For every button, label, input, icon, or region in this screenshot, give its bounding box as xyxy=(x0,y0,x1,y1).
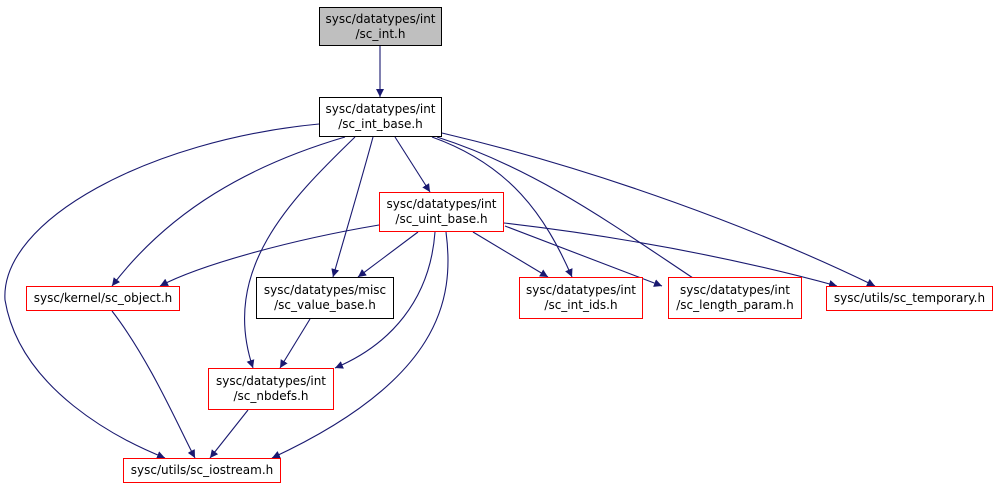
edge-sc-int-base-to-sc-object xyxy=(111,136,346,287)
node-sc-int-ids-h[interactable]: sysc/datatypes/int /sc_int_ids.h xyxy=(519,277,643,319)
edge-sc-uint-base-to-sc-iostream xyxy=(271,231,449,459)
edge-sc-int-base-to-sc-iostream xyxy=(4,123,320,459)
edge-sc-int-base-to-sc-uint-base xyxy=(394,136,431,193)
node-line-1: sysc/datatypes/int xyxy=(215,374,327,388)
node-line-1: sysc/datatypes/int xyxy=(325,11,436,26)
node-sc-uint-base-h[interactable]: sysc/datatypes/int /sc_uint_base.h xyxy=(379,192,504,232)
node-sc-length-param-h[interactable]: sysc/datatypes/int /sc_length_param.h xyxy=(668,277,802,319)
node-line-1: sysc/datatypes/int xyxy=(325,102,436,116)
edge-sc-int-base-to-sc-length-param xyxy=(436,136,706,287)
edge-sc-int-base-to-sc-nbdefs xyxy=(244,136,356,369)
edge-sc-object-to-sc-iostream xyxy=(111,310,196,459)
edge-sc-uint-base-to-sc-temporary xyxy=(503,222,838,288)
node-sc-nbdefs-h[interactable]: sysc/datatypes/int /sc_nbdefs.h xyxy=(208,368,334,410)
edge-sc-uint-base-to-sc-nbdefs xyxy=(334,231,436,369)
node-sc-iostream-h[interactable]: sysc/utils/sc_iostream.h xyxy=(123,458,281,483)
edge-sc-uint-base-to-sc-object xyxy=(159,224,380,287)
node-line-2: /sc_int_base.h xyxy=(338,117,423,131)
node-sc-int-base-h[interactable]: sysc/datatypes/int /sc_int_base.h xyxy=(319,97,442,137)
node-line-2: /sc_value_base.h xyxy=(274,298,376,312)
node-line-2: /sc_length_param.h xyxy=(676,298,794,312)
edge-sc-int-base-to-sc-value-base xyxy=(331,136,374,278)
edge-sc-int-base-to-sc-temporary xyxy=(441,132,876,287)
node-sc-int-h[interactable]: sysc/datatypes/int /sc_int.h xyxy=(319,7,442,46)
edge-sc-nbdefs-to-sc-iostream xyxy=(209,409,249,459)
node-line-1: sysc/datatypes/int xyxy=(679,283,791,297)
node-sc-temporary-h[interactable]: sysc/utils/sc_temporary.h xyxy=(826,286,993,311)
edge-sc-uint-base-to-sc-value-base xyxy=(357,231,419,278)
node-line-2: /sc_int.h xyxy=(355,26,406,41)
node-line-2: /sc_int_ids.h xyxy=(544,298,618,312)
node-line-1: sysc/datatypes/int xyxy=(525,283,637,297)
node-line-1: sysc/datatypes/misc xyxy=(263,283,387,297)
node-sc-value-base-h[interactable]: sysc/datatypes/misc /sc_value_base.h xyxy=(256,277,394,319)
node-line-1: sysc/utils/sc_temporary.h xyxy=(833,291,986,305)
edge-sc-uint-base-to-sc-int-ids xyxy=(472,231,549,278)
node-line-2: /sc_nbdefs.h xyxy=(233,389,309,403)
edge-sc-int-base-to-sc-int-ids xyxy=(431,136,573,278)
node-line-1: sysc/kernel/sc_object.h xyxy=(33,291,173,305)
node-line-1: sysc/datatypes/int xyxy=(386,197,497,211)
node-line-2: /sc_uint_base.h xyxy=(395,212,488,226)
edge-sc-uint-base-to-sc-length-param xyxy=(504,225,663,287)
node-line-1: sysc/utils/sc_iostream.h xyxy=(130,463,274,477)
edge-sc-value-base-to-sc-nbdefs xyxy=(279,318,311,369)
node-sc-object-h[interactable]: sysc/kernel/sc_object.h xyxy=(26,286,180,311)
